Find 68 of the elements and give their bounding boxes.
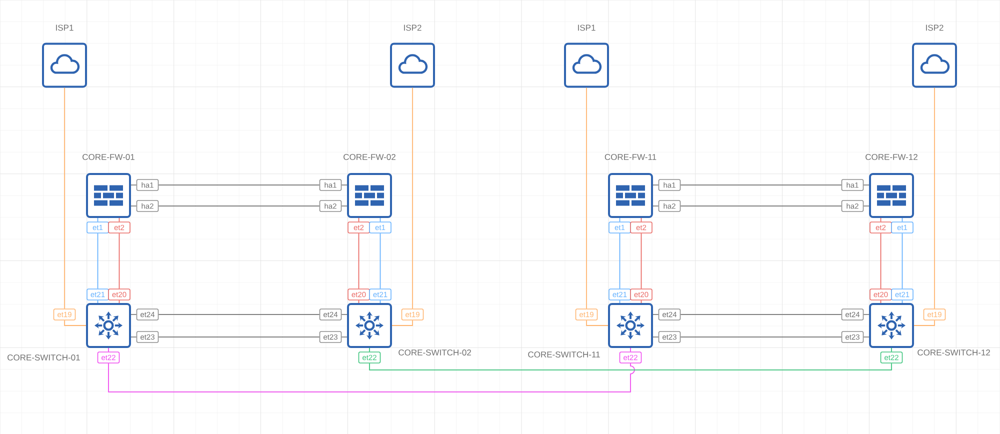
connector-line [652, 314, 659, 315]
connector-line [880, 232, 882, 290]
connector-line [158, 314, 320, 315]
connector-line [880, 300, 882, 304]
device-label: CORE-FW-02 [342, 153, 397, 161]
connector-line [64, 87, 65, 310]
connector-line [863, 314, 870, 315]
connector-line [108, 362, 635, 392]
connector-line [130, 336, 137, 338]
connector-line [358, 232, 360, 290]
connector-line [97, 300, 98, 304]
connector-line [880, 218, 882, 222]
connector-line [640, 218, 642, 222]
connector-line [380, 300, 381, 304]
connector-line [914, 320, 935, 326]
device-label: CORE-SWITCH-02 [397, 348, 472, 356]
connector-line [341, 336, 348, 338]
connector-line [902, 218, 903, 222]
connector-line [630, 348, 631, 352]
connector-line [680, 184, 842, 186]
device-label: ISP1 [54, 24, 75, 32]
connector-line [619, 218, 620, 222]
connector-line [652, 336, 659, 338]
connector-line [380, 232, 381, 290]
connector-line [130, 184, 137, 186]
connector-line [586, 87, 587, 310]
device-label: CORE-FW-12 [864, 153, 919, 161]
connector-line [97, 232, 98, 290]
connector-line [358, 300, 360, 304]
device-label: ISP1 [576, 24, 597, 32]
device-label: CORE-SWITCH-01 [6, 354, 82, 362]
connector-line [640, 232, 642, 290]
connector-line [680, 314, 842, 315]
connector-line [369, 348, 370, 352]
connector-line [891, 348, 892, 352]
connector-line [619, 300, 620, 304]
connector-line [64, 320, 86, 326]
connector-line [130, 314, 137, 315]
connector-line [412, 87, 413, 310]
connector-line [118, 218, 120, 222]
connector-line [118, 300, 120, 304]
connector-line [97, 218, 98, 222]
device-label: ISP2 [924, 24, 945, 32]
device-label: CORE-SWITCH-11 [526, 350, 602, 358]
connector-line [118, 232, 120, 290]
connector-line [863, 184, 870, 186]
connector-line [902, 300, 903, 304]
connector-line [341, 314, 348, 315]
connector-line [358, 218, 360, 222]
connector-line [680, 336, 842, 338]
connector-line [392, 320, 413, 326]
connector-line [158, 184, 320, 186]
connector-line [369, 362, 892, 370]
connector-line [619, 232, 620, 290]
connector-line [108, 348, 109, 352]
connector-line [341, 184, 348, 186]
device-label: CORE-SWITCH-12 [916, 348, 992, 356]
connector-line [863, 336, 870, 338]
connector-line [652, 184, 659, 186]
device-label: CORE-FW-01 [81, 153, 136, 161]
connector-line [158, 336, 320, 338]
connector-line [586, 320, 608, 326]
connector-line [902, 232, 903, 290]
device-label: CORE-FW-11 [603, 153, 658, 161]
connector-line [380, 218, 381, 222]
connector-line [934, 87, 935, 310]
connector-line [640, 300, 642, 304]
device-label: ISP2 [402, 24, 423, 32]
